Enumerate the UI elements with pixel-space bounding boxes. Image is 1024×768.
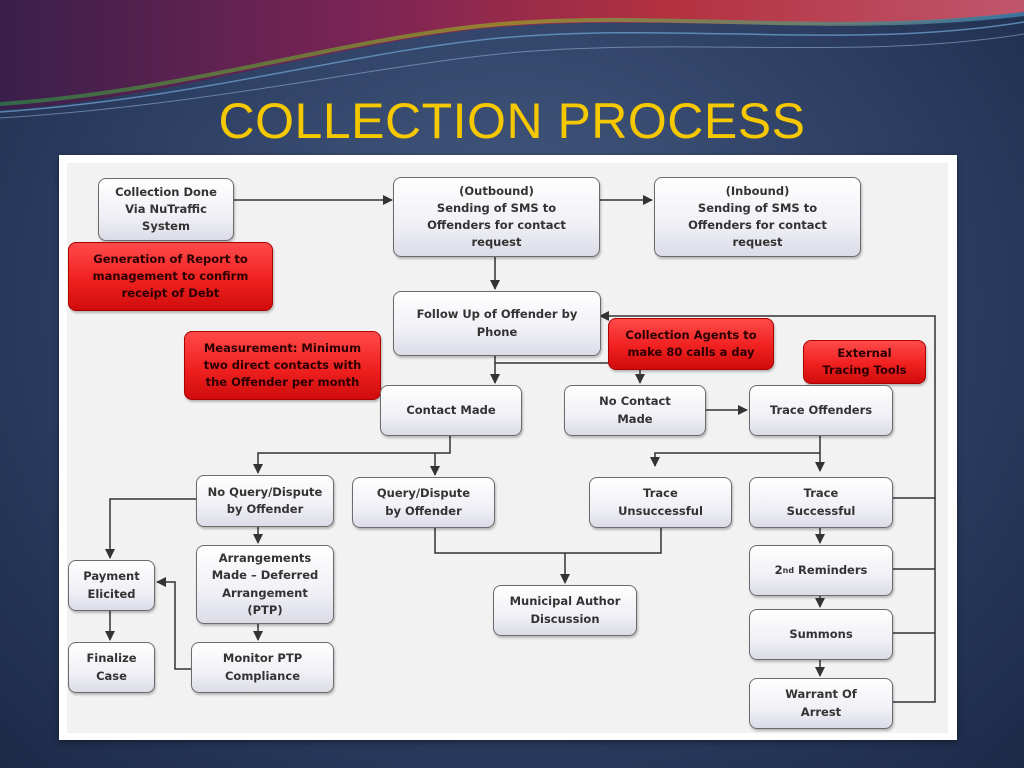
node-outbound-sms: (Outbound) Sending of SMS to Offenders f…	[393, 177, 600, 257]
reminders-number: 2	[774, 562, 783, 577]
arrow-noquery-to-payment	[105, 498, 197, 559]
slide-title: COLLECTION PROCESS	[218, 93, 806, 149]
connector-query-unsuccessful-to-municipal	[434, 526, 662, 583]
decorative-wave-banner	[0, 0, 1024, 119]
node-inbound-sms: (Inbound) Sending of SMS to Offenders fo…	[654, 177, 861, 257]
reminders-label: Reminders	[794, 562, 868, 577]
node-monitor-ptp: Monitor PTP Compliance	[191, 642, 334, 693]
node-external-tracing: External Tracing Tools	[803, 340, 926, 384]
arrow-contact-to-noquery	[253, 436, 451, 474]
node-trace-offenders: Trace Offenders	[749, 385, 893, 436]
node-contact-made: Contact Made	[380, 385, 522, 436]
node-generation-report: Generation of Report to management to co…	[68, 242, 273, 311]
node-no-query-dispute: No Query/Dispute by Offender	[196, 475, 334, 527]
node-measurement: Measurement: Minimum two direct contacts…	[184, 331, 381, 400]
node-municipal-author: Municipal Author Discussion	[493, 585, 637, 636]
flowchart-connectors	[105, 195, 936, 703]
node-arrangements: Arrangements Made – Deferred Arrangement…	[196, 545, 334, 624]
node-warrant: Warrant Of Arrest	[749, 678, 893, 729]
arrow-trace-to-unsuccessful	[650, 436, 821, 467]
node-no-contact-made: No Contact Made	[564, 385, 706, 436]
node-collection-done: Collection Done Via NuTraffic System	[98, 178, 234, 241]
node-summons: Summons	[749, 609, 893, 660]
node-payment-elicited: Payment Elicited	[68, 560, 155, 611]
flowchart-panel: Collection Done Via NuTraffic System Gen…	[59, 155, 957, 740]
feedback-loop-to-followup	[599, 311, 936, 499]
node-trace-successful: Trace Successful	[749, 477, 893, 528]
arrow-monitor-to-payment	[156, 577, 192, 670]
node-trace-unsuccessful: Trace Unsuccessful	[589, 477, 732, 528]
node-finalize-case: Finalize Case	[68, 642, 155, 693]
node-collection-agents: Collection Agents to make 80 calls a day	[608, 318, 774, 370]
node-follow-up: Follow Up of Offender by Phone	[393, 291, 601, 356]
node-query-dispute: Query/Dispute by Offender	[352, 477, 495, 528]
feedback-warrant	[892, 498, 936, 703]
